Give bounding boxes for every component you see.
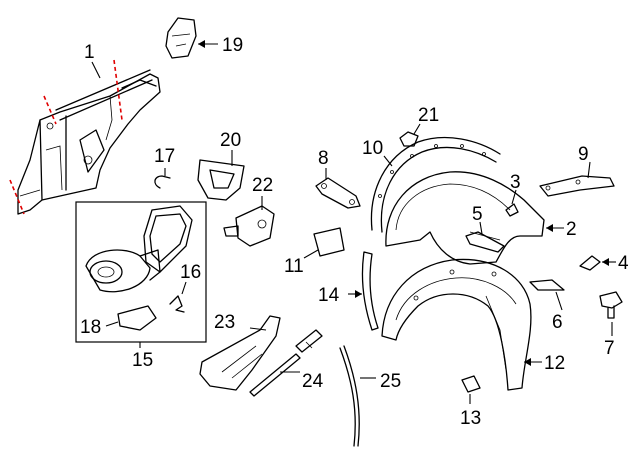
callout-24: 24	[302, 371, 324, 392]
callout-10: 10	[362, 138, 383, 159]
callout-19: 19	[222, 35, 243, 56]
callout-25: 25	[380, 371, 401, 392]
part-23-support	[199, 315, 281, 391]
callout-17: 17	[154, 146, 175, 167]
callout-16: 16	[180, 262, 201, 283]
callout-6: 6	[552, 312, 563, 333]
part-15-filler-door-box	[75, 201, 207, 343]
part-3-clip	[505, 203, 519, 217]
callout-1: 1	[84, 42, 95, 63]
part-21-clip	[399, 131, 419, 147]
part-1-quarter-panel	[9, 59, 161, 215]
part-5-reinforcement	[465, 231, 505, 253]
part-8-bracket	[315, 177, 361, 209]
callout-15: 15	[132, 350, 153, 371]
part-6-bracket	[529, 279, 565, 291]
callout-11: 11	[284, 256, 304, 277]
callout-8: 8	[318, 148, 329, 169]
callout-5: 5	[472, 204, 483, 225]
callout-18: 18	[80, 317, 101, 338]
callout-23: 23	[214, 312, 235, 333]
part-22-actuator	[223, 205, 275, 247]
callout-12: 12	[544, 353, 565, 374]
callout-2: 2	[566, 219, 577, 240]
part-24-rod	[249, 329, 323, 397]
callout-4: 4	[618, 253, 629, 274]
part-19-bracket	[165, 17, 197, 59]
callout-14: 14	[318, 285, 340, 306]
part-4-clip	[579, 255, 601, 271]
part-25-strip	[339, 345, 360, 447]
part-10-arc-trim	[370, 136, 501, 233]
part-12-fender-liner	[381, 258, 532, 391]
part-17-clip	[154, 175, 171, 189]
part-7-push-pin	[599, 291, 623, 319]
callout-21: 21	[418, 105, 439, 126]
callout-20: 20	[220, 130, 241, 151]
callout-9: 9	[578, 144, 589, 165]
callout-22: 22	[252, 175, 273, 196]
callout-7: 7	[604, 338, 615, 359]
part-9-rail	[539, 175, 615, 197]
part-13-clip	[461, 375, 481, 393]
part-11-plate	[313, 227, 345, 257]
callout-13: 13	[460, 408, 481, 429]
part-20-housing	[197, 159, 245, 201]
part-14-strip	[361, 251, 379, 331]
callout-3: 3	[510, 172, 521, 193]
